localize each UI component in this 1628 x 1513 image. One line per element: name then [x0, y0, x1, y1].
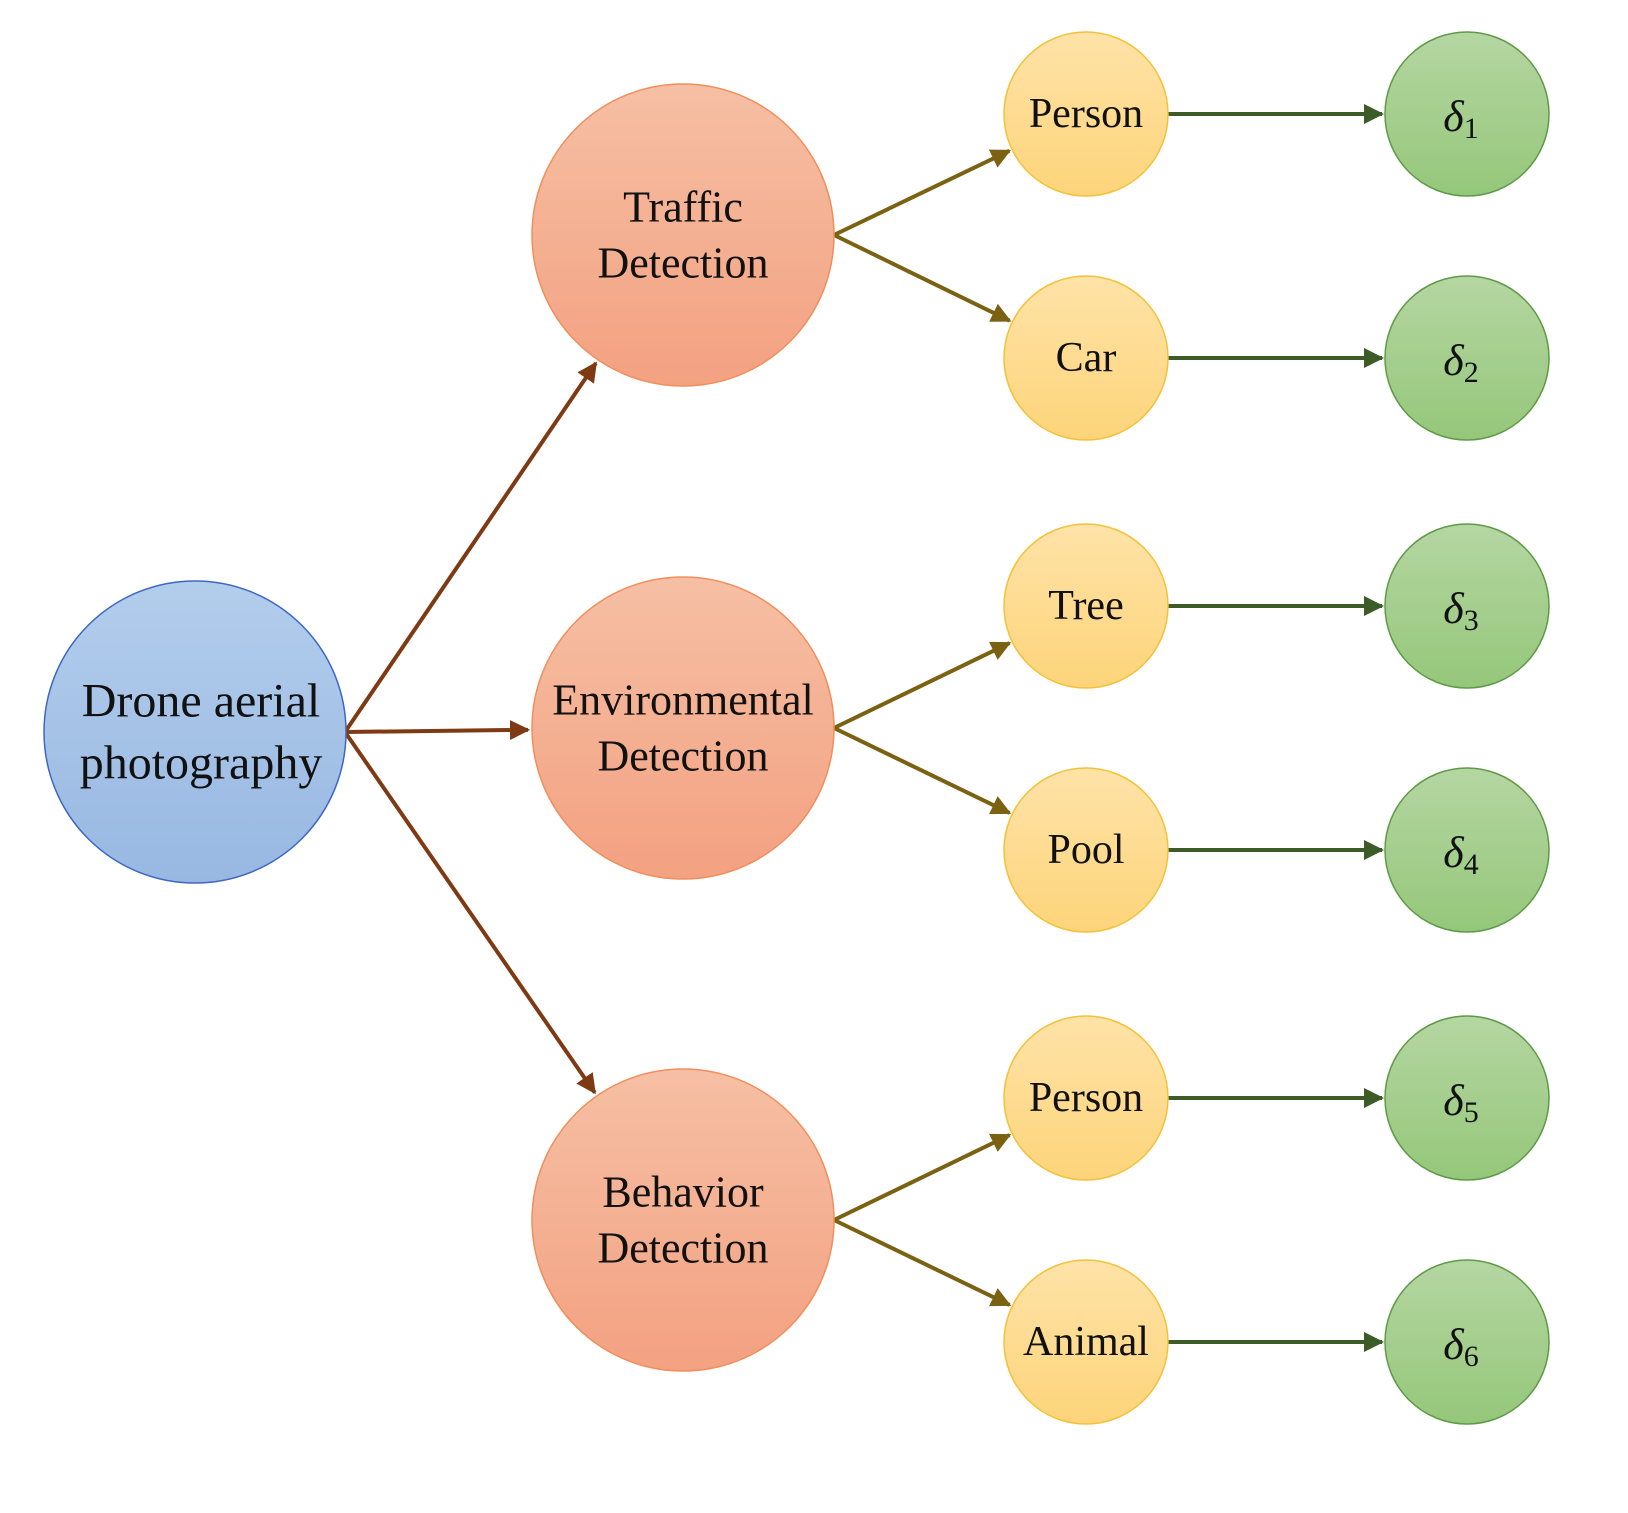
object-node-label-3-2: Animal [1023, 1319, 1149, 1365]
edge-root-to-category-1 [343, 361, 598, 734]
object-node-2-1 [1003, 523, 1169, 689]
edge-category-3-to-object-1 [833, 1133, 1012, 1222]
object-node-3-1 [1003, 1015, 1169, 1181]
result-node-2 [1384, 275, 1550, 441]
edge-root-to-category-3 [343, 730, 597, 1095]
result-node-label-5: δ5 [1443, 1076, 1478, 1129]
category-node-1 [531, 83, 835, 387]
delta-symbol: δ [1443, 828, 1465, 877]
root-node-label-line-2: photography [80, 737, 323, 790]
delta-symbol: δ [1443, 92, 1465, 141]
result-node-label-3: δ3 [1443, 584, 1478, 637]
object-node-1-2 [1003, 275, 1169, 441]
object-node-label-3-1: Person [1029, 1075, 1143, 1121]
edge-category-1-to-object-2 [833, 233, 1012, 323]
category-node-label-1-line-2: Detection [597, 239, 768, 288]
edge-category-1-to-object-1 [833, 148, 1012, 237]
result-node-6 [1384, 1259, 1550, 1425]
delta-subscript: 4 [1464, 848, 1479, 881]
delta-symbol: δ [1443, 584, 1465, 633]
category-node-label-2-line-2: Detection [597, 732, 768, 781]
root-node [43, 580, 347, 884]
result-node-label-4: δ4 [1443, 828, 1478, 881]
category-node-label-2-line-1: Environmental [552, 676, 814, 725]
delta-subscript: 6 [1464, 1340, 1479, 1373]
category-node-3 [531, 1068, 835, 1372]
edge-category-2-to-object-1 [833, 641, 1012, 730]
delta-subscript: 1 [1464, 112, 1479, 145]
result-node-label-6: δ6 [1443, 1320, 1478, 1373]
result-node-label-2: δ2 [1443, 336, 1478, 389]
root-node-label: Drone aerial photography [80, 675, 323, 790]
edges [343, 104, 1384, 1352]
delta-subscript: 3 [1464, 604, 1479, 637]
object-node-3-2 [1003, 1259, 1169, 1425]
category-node-label-3-line-2: Detection [597, 1224, 768, 1273]
delta-subscript: 5 [1464, 1096, 1479, 1129]
edge-root-to-category-2 [344, 720, 531, 741]
delta-symbol: δ [1443, 336, 1465, 385]
delta-symbol: δ [1443, 1320, 1465, 1369]
root-node-label-line-1: Drone aerial [82, 675, 321, 728]
object-node-1-1 [1003, 31, 1169, 197]
edge-category-2-to-object-2 [833, 726, 1012, 815]
category-node-2 [531, 576, 835, 880]
object-node-label-2-2: Pool [1047, 827, 1124, 873]
category-node-label-3-line-1: Behavior [602, 1168, 764, 1217]
result-node-3 [1384, 523, 1550, 689]
object-node-2-2 [1003, 767, 1169, 933]
delta-subscript: 2 [1464, 356, 1479, 389]
result-node-5 [1384, 1015, 1550, 1181]
result-node-1 [1384, 31, 1550, 197]
object-node-label-1-1: Person [1029, 91, 1143, 137]
edge-category-3-to-object-2 [833, 1218, 1012, 1307]
object-node-label-2-1: Tree [1048, 583, 1123, 629]
result-node-label-1: δ1 [1443, 92, 1478, 145]
object-node-label-1-2: Car [1056, 335, 1117, 381]
delta-symbol: δ [1443, 1076, 1465, 1125]
result-node-4 [1384, 767, 1550, 933]
category-node-label-1-line-1: Traffic [623, 183, 743, 232]
